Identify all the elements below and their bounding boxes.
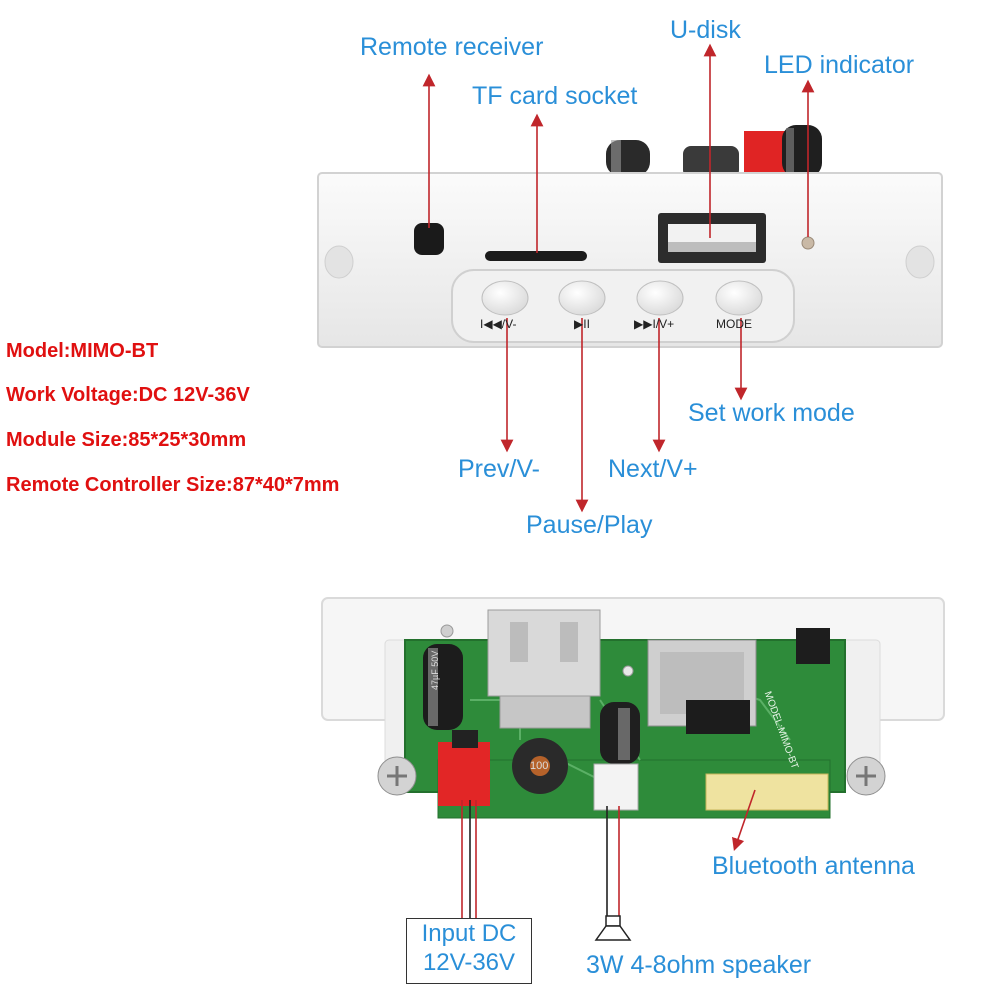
prev-button xyxy=(481,280,529,316)
usb-back-component xyxy=(683,146,739,178)
spec-model: Model:MIMO-BT xyxy=(6,340,159,362)
play-button-label: ▶II xyxy=(574,317,590,331)
red-connector-top xyxy=(744,131,786,176)
label-pause-play: Pause/Play xyxy=(526,511,653,539)
spec-remote-size: Remote Controller Size:87*40*7mm xyxy=(6,474,340,496)
label-next: Next/V+ xyxy=(608,455,698,483)
label-u-disk: U-disk xyxy=(670,16,741,44)
led-dot xyxy=(801,236,815,250)
next-button xyxy=(636,280,684,316)
speaker-icon xyxy=(594,915,632,941)
bluetooth-antenna-strip xyxy=(705,773,829,811)
label-prev: Prev/V- xyxy=(458,455,540,483)
usb-jack xyxy=(487,609,601,697)
screw-hole-left xyxy=(324,245,354,279)
spec-module-size: Module Size:85*25*30mm xyxy=(6,429,247,451)
speaker-connector xyxy=(593,763,639,811)
label-set-work-mode: Set work mode xyxy=(688,399,855,427)
label-speaker: 3W 4-8ohm speaker xyxy=(586,951,812,979)
pcb-module xyxy=(321,597,945,819)
input-dc-line2: 12V-36V xyxy=(422,949,516,976)
mode-button xyxy=(715,280,763,316)
label-led-indicator: LED indicator xyxy=(764,51,915,79)
inductor-marking: 100 xyxy=(530,760,549,772)
tf-slot xyxy=(485,251,587,261)
mode-button-label: MODE xyxy=(716,317,752,331)
ir-receiver xyxy=(414,223,444,255)
label-remote-receiver: Remote receiver xyxy=(360,33,544,61)
input-dc-line1: Input DC xyxy=(421,920,517,947)
input-dc-box: Input DC 12V-36V xyxy=(406,918,532,984)
spec-voltage: Work Voltage:DC 12V-36V xyxy=(6,384,250,406)
power-connector xyxy=(438,742,490,806)
label-bluetooth-antenna: Bluetooth antenna xyxy=(712,852,915,880)
callout-arrows xyxy=(422,43,815,918)
screw-hole-right xyxy=(905,245,935,279)
prev-button-label: I◀◀/V- xyxy=(480,317,517,331)
capacitor-marking: 47µF 50V xyxy=(430,650,440,690)
label-tf-card-socket: TF card socket xyxy=(472,82,638,110)
next-button-label: ▶▶I/V+ xyxy=(634,317,675,331)
front-panel xyxy=(317,125,943,348)
play-button xyxy=(558,280,606,316)
